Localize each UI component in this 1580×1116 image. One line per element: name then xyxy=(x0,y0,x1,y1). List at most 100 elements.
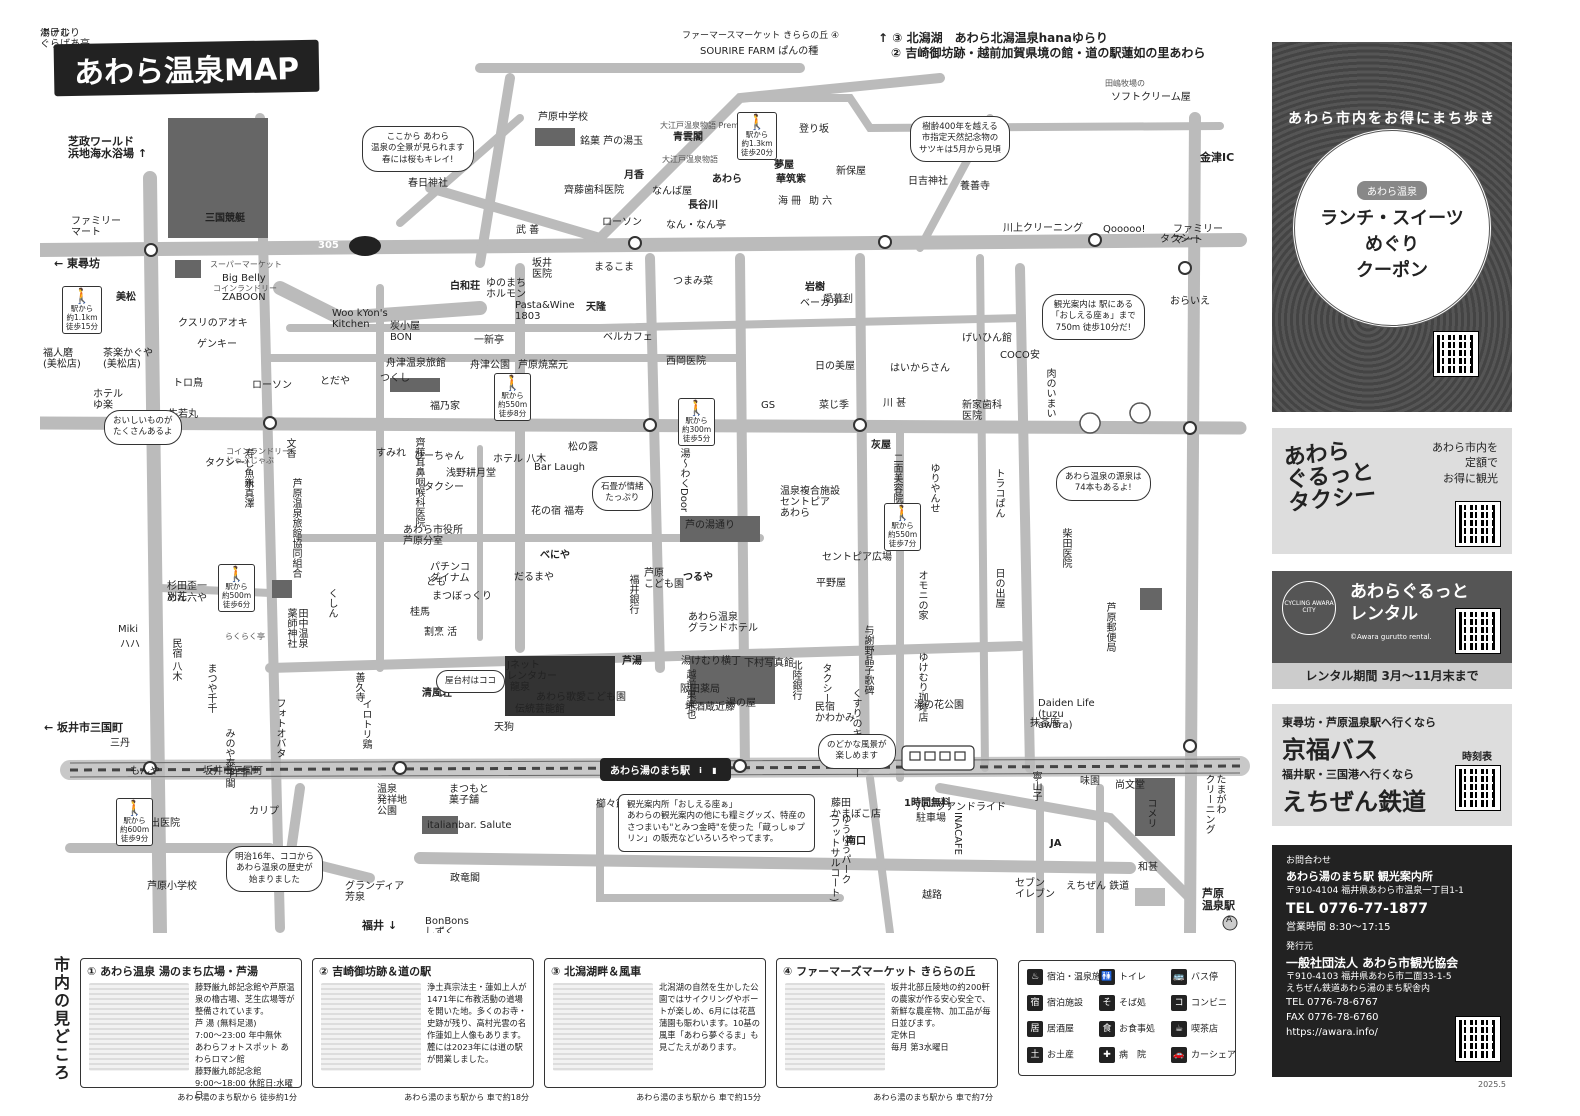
label-118[interactable]: ハハ xyxy=(120,639,140,650)
label-134[interactable]: 越前菓楽也 xyxy=(684,669,695,719)
label-90[interactable]: 灰屋 xyxy=(871,440,891,451)
label-86[interactable]: Bar Laugh xyxy=(534,462,586,473)
label-61[interactable]: 安 xyxy=(1030,350,1040,361)
label-31[interactable]: コインランドリー xyxy=(213,284,277,293)
label-173[interactable]: セブン イレブン xyxy=(1015,878,1055,900)
label-126[interactable]: フォトオバタ xyxy=(274,698,285,758)
label-23[interactable]: ソフトクリーム屋 xyxy=(1111,92,1191,103)
label-138[interactable]: 湯の屋 xyxy=(726,698,756,709)
label-117[interactable]: Miki xyxy=(118,624,138,635)
label-67[interactable]: 川 甚 xyxy=(883,398,907,409)
label-136[interactable]: 地酒蔵近藤 xyxy=(685,702,735,713)
label-158[interactable]: グランディア 芳泉 xyxy=(345,881,405,903)
label-46[interactable]: Woo kYon's Kitchen xyxy=(332,308,388,330)
label-167[interactable]: 寧山子 xyxy=(1030,771,1041,801)
label-135[interactable]: 阪田薬局 xyxy=(680,684,720,695)
label-11[interactable]: ローソン xyxy=(602,217,642,228)
label-104[interactable]: まつぼっくり xyxy=(432,591,492,602)
label-88[interactable]: 湯～わくDoor xyxy=(678,448,689,513)
label-160[interactable]: 櫛々餃子 xyxy=(596,799,636,810)
label-49[interactable]: 岩樹 xyxy=(805,282,825,293)
contact-tel[interactable]: TEL 0776-77-1877 xyxy=(1286,900,1428,917)
label-76[interactable]: 水真澤 xyxy=(242,478,253,508)
label-91[interactable]: 二面美容院 xyxy=(891,453,902,503)
label-112[interactable]: 日の出屋 xyxy=(993,568,1004,608)
label-40[interactable]: ゆのまち ホルモン xyxy=(486,278,526,300)
label-84[interactable]: すみれ xyxy=(376,448,406,459)
rental-qr-icon[interactable] xyxy=(1455,608,1501,654)
publisher-tel[interactable]: TEL 0776-78-6767 xyxy=(1286,997,1379,1009)
label-163[interactable]: 南口 xyxy=(846,836,866,847)
label-180[interactable]: 湯けむり xyxy=(40,28,80,39)
label-69[interactable]: GS xyxy=(761,400,776,411)
label-60[interactable]: COCO xyxy=(1000,350,1030,361)
label-157[interactable]: 芦原小学校 xyxy=(147,881,197,892)
label-17[interactable]: 助 六 xyxy=(809,196,833,207)
link-kitagata[interactable]: ↑ ③ 北潟湖 あわら北潟温泉hanaゆらり xyxy=(878,31,1108,45)
label-3[interactable]: 青雲閣 xyxy=(673,132,703,143)
spot-3[interactable]: ③ 北潟湖畔＆風車北潟湖の自然を生かした公園ではサイクリングやボートが楽しめ、6… xyxy=(544,958,766,1102)
label-65[interactable]: 福乃家 xyxy=(430,401,460,412)
label-14[interactable]: 華筑紫 xyxy=(776,174,806,185)
label-123[interactable]: 田中温泉 薬師神社 xyxy=(285,608,307,648)
label-27[interactable]: ファミリー マート xyxy=(71,216,121,238)
label-36[interactable]: クスリのアオキ xyxy=(178,318,248,329)
town-map[interactable]: あわら温泉MAP ファーマースマーケット きららの丘 ④ SOURIRE FAR… xyxy=(40,28,1250,933)
label-51[interactable]: 愛暮利 xyxy=(823,294,853,305)
label-96[interactable]: 花の宿 福寿 xyxy=(531,506,585,517)
label-100[interactable]: 杉田歪一 別荘 xyxy=(167,581,207,603)
label-130[interactable]: 龍泉 xyxy=(510,682,530,693)
label-145[interactable]: Daiden Life (tuzu awara) xyxy=(1038,698,1095,731)
contact-qr-icon[interactable] xyxy=(1455,1016,1501,1062)
label-165[interactable]: パークアンドライド 駐車場 xyxy=(916,802,1006,824)
label-1[interactable]: 芦原中学校 xyxy=(538,112,588,123)
link-yoshizaki[interactable]: ② 吉崎御坊跡・越前加賀県境の館・道の駅蓮如の里あわら xyxy=(891,46,1206,60)
label-127[interactable]: イロトリ鶏 xyxy=(360,699,371,749)
spot-1[interactable]: ① あわら温泉 湯のまち広場・芦湯藤野厳九郎記念館や芦原温泉の櫓古場、芝生広場等… xyxy=(80,958,302,1102)
label-166[interactable]: INACAFE xyxy=(952,812,963,855)
label-74[interactable]: コインランドリー じゃぶじゃぶ xyxy=(226,447,290,465)
label-125[interactable]: 善久寺 xyxy=(353,672,364,702)
label-22[interactable]: 田嶋牧場の xyxy=(1105,79,1145,88)
label-39[interactable]: まるこま xyxy=(594,262,634,273)
label-45[interactable]: 白和荘 xyxy=(450,281,480,292)
label-97[interactable]: べにや xyxy=(540,550,570,561)
awara-yunomachi-station[interactable]: あわら湯のまち駅 i▮ xyxy=(600,758,732,781)
farm-link[interactable]: ファーマースマーケット きららの丘 ④ xyxy=(682,31,840,41)
label-26[interactable]: タクシー xyxy=(1160,234,1200,245)
spot-4[interactable]: ④ ファーマーズマーケット きららの丘坂井北部丘陵地の約200軒の農家が作る安心… xyxy=(776,958,998,1102)
label-16[interactable]: 海 冊 xyxy=(778,196,802,207)
label-10[interactable]: なん・なん亭 xyxy=(666,220,726,231)
label-77[interactable]: 文香 xyxy=(284,438,295,458)
label-101[interactable]: めん六や xyxy=(167,593,207,604)
label-99[interactable]: セントピア広場 xyxy=(822,552,892,563)
label-52[interactable]: おらいえ xyxy=(1170,296,1210,307)
bus-rail-banner[interactable]: 東尋坊・芦原温泉駅へ行くなら 京福バス 福井駅・三国港へ行くなら えちぜん鉄道 … xyxy=(1272,704,1512,826)
label-24[interactable]: 川上クリーニング xyxy=(1003,223,1083,234)
label-54[interactable]: 舟津公園 xyxy=(470,360,510,371)
label-35[interactable]: 茶楽かぐや (美松店) xyxy=(103,348,153,370)
label-33[interactable]: 美松 xyxy=(116,292,136,303)
label-172[interactable]: JA xyxy=(1050,838,1062,849)
label-9[interactable]: 長谷川 xyxy=(688,200,718,211)
label-85[interactable]: 松の露 xyxy=(568,442,598,453)
taxi-qr-icon[interactable] xyxy=(1455,501,1501,547)
label-42[interactable]: Pasta&Wine 1803 xyxy=(515,300,575,322)
label-34[interactable]: 福人磨 (美松店) xyxy=(43,348,81,370)
label-56[interactable]: 西岡医院 xyxy=(666,356,706,367)
label-174[interactable]: えちぜん 鉄道 xyxy=(1066,881,1130,892)
label-141[interactable]: くすりのキューピー xyxy=(850,688,861,778)
label-12[interactable]: 武 善 xyxy=(516,225,540,236)
gurutto-rental-banner[interactable]: CYCLING AWARA CITY あわらぐるっと レンタル ©Awara g… xyxy=(1272,571,1512,689)
label-19[interactable]: 春日神社 xyxy=(408,178,448,189)
label-122[interactable]: らくらく亭 xyxy=(225,632,265,641)
label-175[interactable]: 和甚 xyxy=(1138,862,1158,873)
label-152[interactable]: カリプ xyxy=(249,806,279,817)
label-38[interactable]: 坂井 医院 xyxy=(532,258,552,280)
label-116[interactable]: 与謝野晶子歌碑 xyxy=(862,625,873,695)
label-103[interactable]: とも xyxy=(426,577,446,588)
label-6[interactable]: 月香 xyxy=(624,170,644,181)
label-179[interactable]: ホテル ぐらばあ亭 xyxy=(40,28,90,50)
label-89[interactable]: 温泉複合施設 セントピア あわら xyxy=(780,486,840,519)
label-177[interactable]: BonBons しずく mido xyxy=(425,916,469,933)
